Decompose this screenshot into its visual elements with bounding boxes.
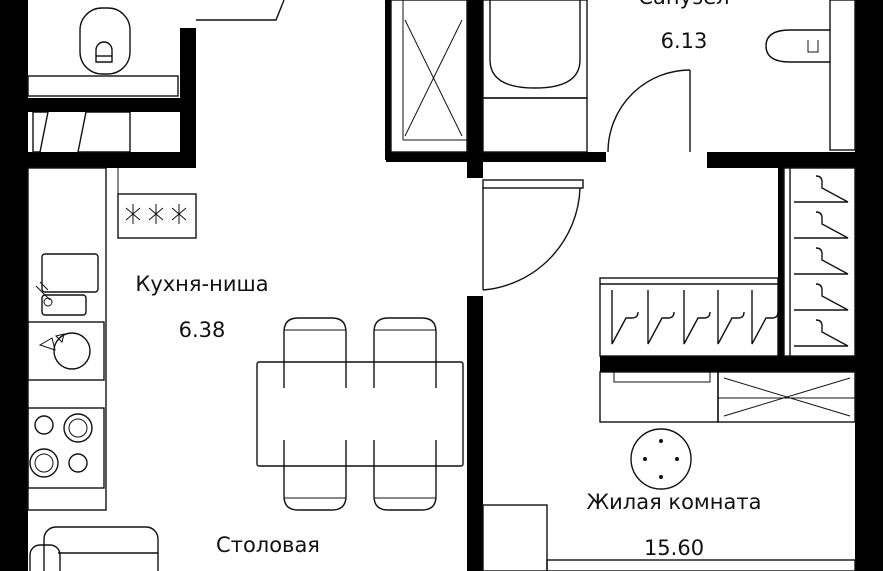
- wall-pillar-top: [180, 28, 196, 168]
- hanger-icon: [794, 175, 849, 347]
- living-label: Жилая комната: [587, 490, 762, 514]
- bed: [482, 504, 856, 571]
- bathroom-area: 6.13: [661, 29, 708, 53]
- wall-wardrobe-bottom: [600, 356, 855, 372]
- chair-top-left: [283, 317, 347, 388]
- dining-label: Столовая: [216, 533, 320, 557]
- toilet-bathroom: [765, 0, 856, 151]
- shelf-top-left: [28, 98, 180, 153]
- sofa: [29, 526, 159, 571]
- kitchen-label: Кухня-ниша: [135, 272, 268, 296]
- round-table: [630, 428, 692, 490]
- kitchen-sink: [35, 253, 99, 316]
- dining-table: [256, 361, 464, 467]
- dresser: [599, 371, 856, 423]
- kitchen-area: 6.38: [179, 318, 226, 342]
- bathroom-label: Санузел: [638, 0, 729, 9]
- hall-door: [482, 179, 584, 291]
- wall-bath-bottom-left: [386, 152, 606, 162]
- shower-cabinet: [390, 0, 468, 153]
- wall-living-left: [467, 296, 483, 571]
- wardrobe-horizontal: [599, 277, 779, 357]
- toilet-top-left: [27, 7, 179, 97]
- wall-bath-bottom-right: [707, 152, 855, 168]
- chair-bottom-left: [283, 440, 347, 511]
- kitchen-counter: [27, 167, 197, 511]
- bathtub: [482, 0, 588, 153]
- outer-wall-left: [0, 0, 28, 571]
- chair-bottom-right: [373, 440, 437, 511]
- wall-bath-divider: [385, 0, 391, 160]
- wall-kitchen-top: [28, 152, 194, 168]
- wall-wardrobe-left: [778, 168, 784, 356]
- outer-wall-right: [855, 0, 883, 571]
- kitchen-hob-icon: [125, 204, 187, 224]
- stove: [27, 407, 105, 489]
- door-top-left: [196, 0, 285, 21]
- wall-bath-left: [467, 0, 483, 178]
- dishwasher: [27, 321, 105, 381]
- bathroom-door: [607, 69, 691, 153]
- wardrobe-vertical: [783, 167, 856, 357]
- living-area: 15.60: [644, 536, 704, 560]
- chair-top-right: [373, 317, 437, 388]
